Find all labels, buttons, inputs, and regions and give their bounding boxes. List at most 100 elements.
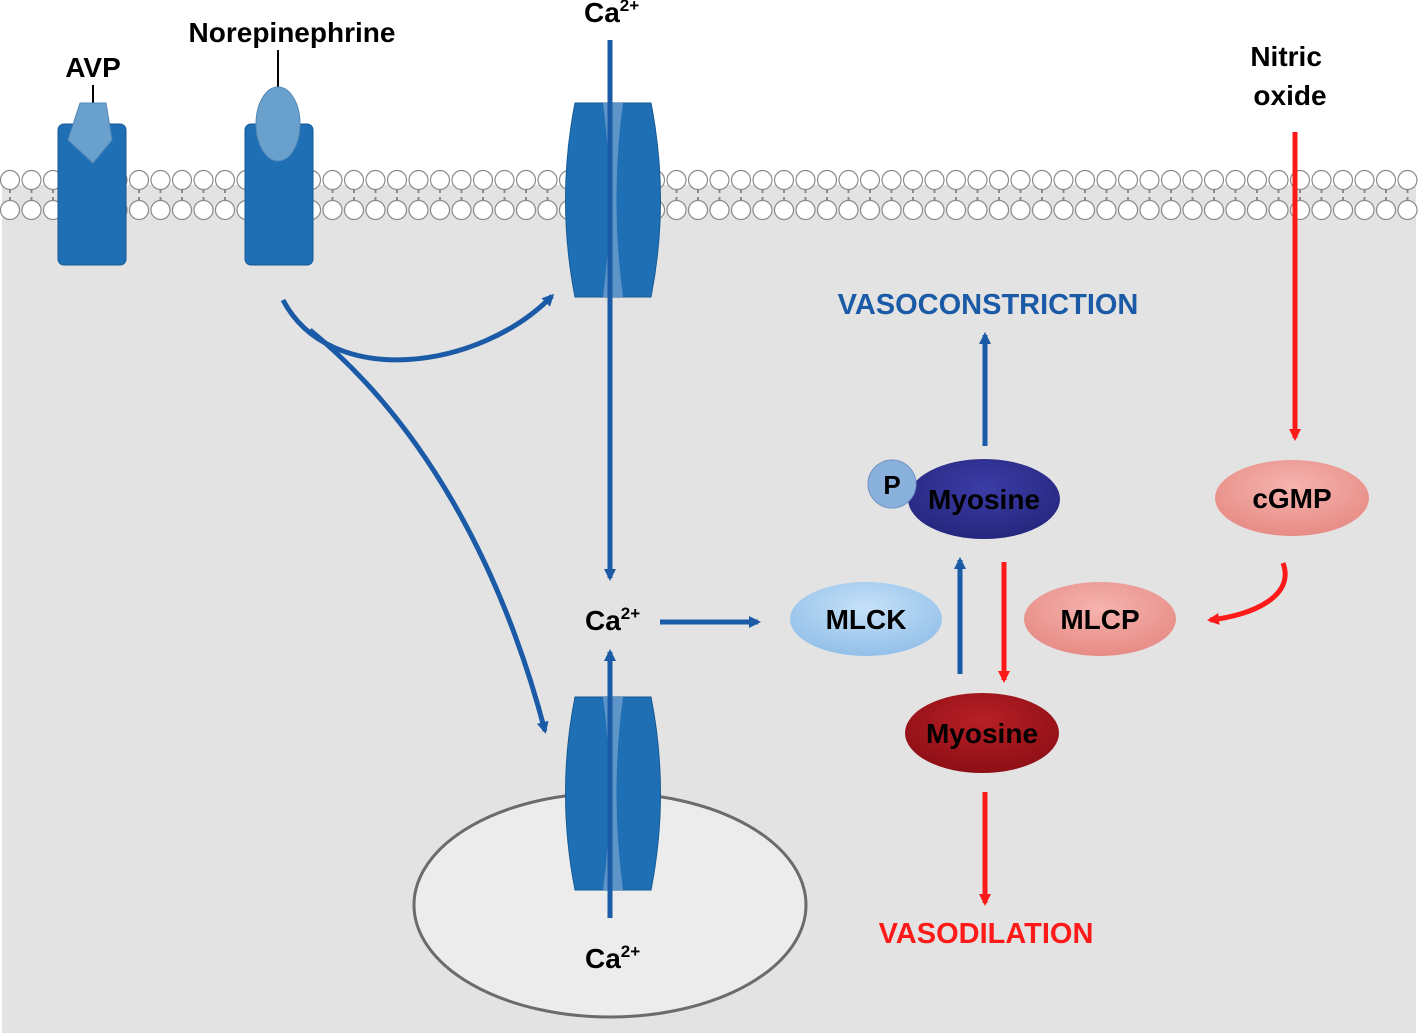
lipid-head	[1096, 199, 1117, 221]
lipid-head	[902, 199, 924, 221]
lipid-head	[1053, 199, 1074, 221]
lipid-head	[967, 169, 988, 191]
mlcp-label: MLCP	[1060, 604, 1139, 635]
lipid-head	[128, 199, 150, 221]
lipid-head	[408, 199, 429, 221]
mlck-label: MLCK	[826, 604, 907, 635]
lipid-head	[1203, 169, 1225, 191]
lipid-head	[128, 169, 150, 191]
membrane-calcium-channel	[565, 102, 661, 298]
lipid-head	[902, 169, 924, 191]
lipid-head	[1354, 169, 1375, 191]
lipid-head	[988, 169, 1010, 191]
vasoconstriction-label: VASOCONSTRICTION	[838, 289, 1139, 321]
lipid-head	[21, 199, 42, 221]
lipid-head	[752, 169, 773, 191]
lipid-head	[150, 169, 171, 191]
lipid-head	[967, 199, 988, 221]
lipid-head	[537, 169, 558, 191]
lipid-head	[1354, 199, 1375, 221]
avp-label: AVP	[65, 52, 121, 83]
lipid-head	[0, 169, 21, 191]
lipid-head	[1160, 169, 1182, 191]
lipid-head	[1074, 169, 1096, 191]
phosphate-circle	[867, 459, 917, 509]
avp-receptor	[57, 85, 127, 266]
lipid-head	[773, 169, 795, 191]
lipid-head	[709, 169, 730, 191]
lipid-head	[1332, 199, 1354, 221]
lipid-head	[1397, 169, 1418, 191]
lipid-head	[472, 199, 494, 221]
lipid-head	[924, 199, 945, 221]
lipid-head	[1311, 169, 1332, 191]
cgmp-label: cGMP	[1252, 483, 1331, 514]
lipid-head	[0, 199, 21, 221]
lipid-head	[1397, 199, 1418, 221]
lipid-head	[795, 199, 816, 221]
lipid-head	[988, 199, 1010, 221]
lipid-head	[752, 199, 773, 221]
lipid-head	[945, 169, 967, 191]
lipid-head	[1375, 199, 1397, 221]
lipid-head	[21, 169, 42, 191]
norepinephrine-label: Norepinephrine	[189, 17, 396, 48]
lipid-head	[451, 199, 472, 221]
lipid-head	[171, 169, 193, 191]
lipid-head	[515, 199, 537, 221]
lipid-head	[193, 169, 214, 191]
lipid-head	[1182, 199, 1203, 221]
nitric-oxide-label: Nitric oxide	[1250, 41, 1329, 111]
lipid-head	[1160, 199, 1182, 221]
mlcp-node	[1024, 582, 1176, 656]
receptor-to-er-arrow	[308, 328, 549, 734]
cgmp-to-mlcp-arrow	[1207, 562, 1288, 625]
lipid-head	[838, 169, 859, 191]
lipid-head	[1031, 169, 1053, 191]
lipid-head	[343, 169, 365, 191]
lipid-head	[451, 169, 472, 191]
lipid-head	[1031, 199, 1053, 221]
phospho-myosine-node	[908, 459, 1060, 539]
lipid-head	[322, 169, 343, 191]
lipid-head	[193, 199, 214, 221]
lipid-head	[1225, 199, 1246, 221]
lipid-head	[1117, 169, 1139, 191]
lipid-head	[1332, 169, 1354, 191]
lipid-head	[322, 199, 343, 221]
lipid-head	[816, 199, 838, 221]
lipid-head	[1268, 169, 1289, 191]
lipid-head	[924, 169, 945, 191]
lipid-head	[859, 199, 881, 221]
lipid-head	[881, 169, 902, 191]
lipid-head	[730, 199, 752, 221]
lipid-head	[386, 199, 408, 221]
lipid-head	[687, 169, 709, 191]
lipid-head	[1246, 169, 1268, 191]
lipid-head	[472, 169, 494, 191]
calcium-label-top: Ca2+	[584, 0, 639, 28]
myosine-node	[905, 693, 1059, 773]
lipid-head	[1311, 199, 1332, 221]
lipid-head	[1117, 199, 1139, 221]
lipid-head	[386, 169, 408, 191]
lipid-head	[709, 199, 730, 221]
phospho-myosine-label: Myosine	[928, 484, 1040, 515]
lipid-head	[343, 199, 365, 221]
lipid-head	[150, 199, 171, 221]
lipid-head	[214, 199, 236, 221]
lipid-head	[537, 199, 558, 221]
phosphate-label: P	[883, 470, 900, 500]
vasodilation-label: VASODILATION	[879, 918, 1094, 950]
lipid-head	[1074, 199, 1096, 221]
lipid-head	[795, 169, 816, 191]
lipid-head	[838, 199, 859, 221]
lipid-head	[429, 169, 451, 191]
arrows	[280, 40, 1301, 918]
calcium-label-cytosol: Ca2+	[585, 604, 640, 636]
lipid-head	[515, 169, 537, 191]
mlck-node	[790, 582, 942, 656]
lipid-head	[1010, 199, 1031, 221]
norepinephrine-ligand	[255, 86, 301, 162]
lipid-head	[408, 169, 429, 191]
